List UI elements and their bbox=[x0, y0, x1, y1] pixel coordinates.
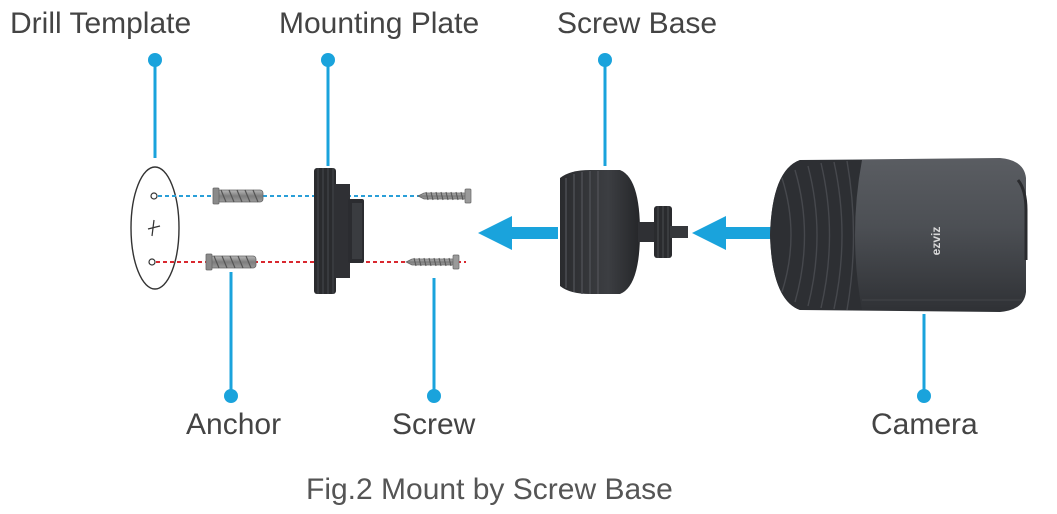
callout-mounting-plate bbox=[321, 53, 335, 166]
label-screw-base: Screw Base bbox=[557, 7, 718, 40]
figure-caption: Fig.2 Mount by Screw Base bbox=[306, 473, 673, 506]
callout-screw bbox=[427, 278, 441, 403]
drill-template-icon bbox=[130, 166, 180, 290]
mounting-plate-icon bbox=[314, 168, 364, 294]
callout-drill-template bbox=[148, 53, 162, 158]
screw-base-icon bbox=[560, 170, 688, 294]
callout-camera bbox=[917, 314, 931, 403]
callout-screw-base bbox=[598, 53, 612, 166]
arrow-left-icon bbox=[478, 216, 558, 250]
label-camera: Camera bbox=[871, 408, 978, 441]
label-anchor: Anchor bbox=[186, 408, 282, 441]
brand-logo: ezviz bbox=[929, 227, 943, 256]
arrow-left-icon bbox=[692, 216, 772, 250]
label-drill-template: Drill Template bbox=[10, 7, 192, 40]
screw-icon bbox=[405, 188, 472, 270]
label-mounting-plate: Mounting Plate bbox=[279, 7, 480, 40]
svg-text:ezviz: ezviz bbox=[929, 227, 943, 256]
callout-anchor bbox=[224, 272, 238, 403]
anchor-icon bbox=[205, 187, 264, 271]
label-screw: Screw bbox=[392, 408, 476, 441]
camera-icon: ezviz bbox=[770, 158, 1028, 312]
